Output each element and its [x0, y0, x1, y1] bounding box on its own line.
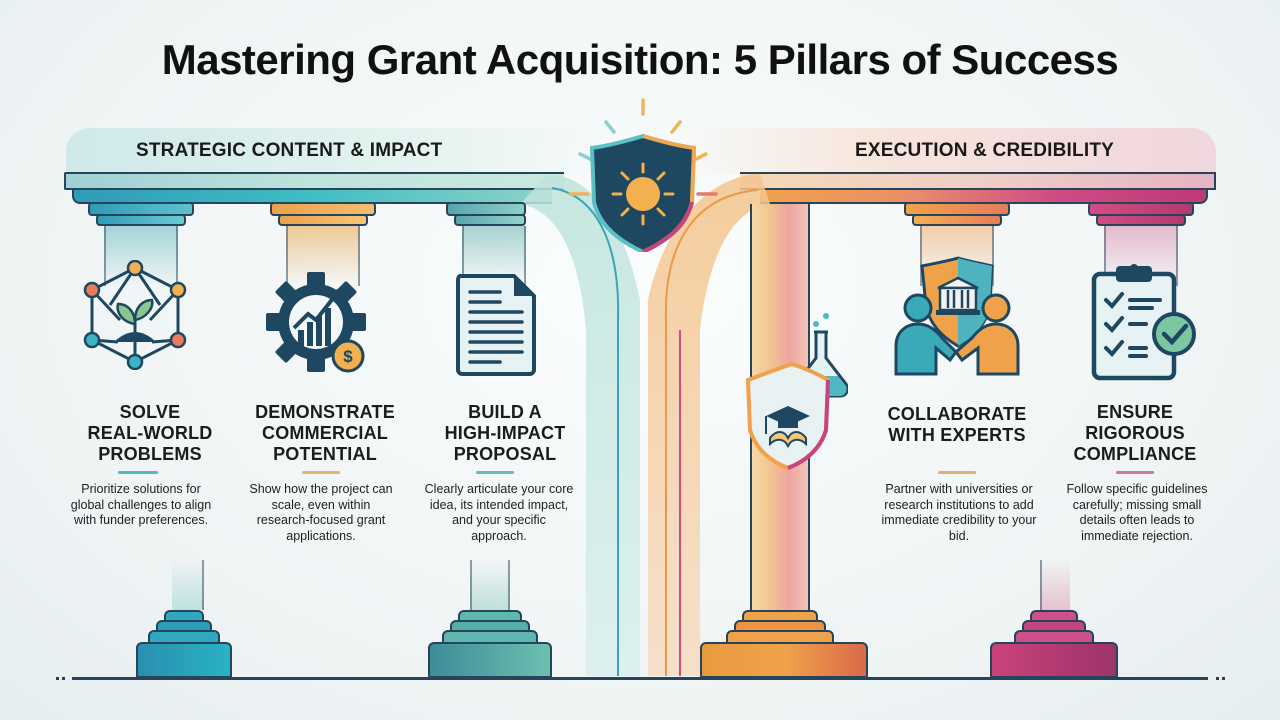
section-label-execution: EXECUTION & CREDIBILITY [855, 140, 1115, 161]
pillar-2-rule [302, 471, 340, 474]
pillar-3-description: Clearly articulate your core idea, its i… [424, 482, 574, 543]
pillar-1-rule [118, 471, 158, 474]
pillar-5-rule [1116, 471, 1154, 474]
ground-line [72, 677, 1208, 680]
network-sprout-icon [80, 259, 190, 371]
section-label-strategic: STRATEGIC CONTENT & IMPACT [136, 140, 443, 161]
pillar-5-heading: ENSURE RIGOROUS COMPLIANCE [1073, 402, 1197, 464]
section-banner-execution: EXECUTION & CREDIBILITY [680, 128, 1216, 174]
ground-dot-right-2 [1222, 677, 1225, 680]
pillar-3-rule [476, 471, 514, 474]
pillar-3-heading: BUILD A HIGH-IMPACT PROPOSAL [444, 402, 566, 464]
pillar-1-description: Prioritize solutions for global challeng… [70, 482, 212, 527]
ground-dot-left-2 [62, 677, 65, 680]
pillar-4-description: Partner with universities or research in… [881, 482, 1037, 543]
svg-text:$: $ [343, 347, 353, 366]
pillar-5-description: Follow specific guidelines carefully; mi… [1066, 482, 1208, 543]
pillar-2-heading: DEMONSTRATE COMMERCIAL POTENTIAL [255, 402, 395, 464]
document-icon [454, 272, 538, 376]
clipboard-checklist-icon [1090, 262, 1200, 382]
handshake-institution-icon [892, 256, 1022, 376]
shield-sun-icon [568, 92, 718, 255]
pillar-2-description: Show how the project can scale, even wit… [249, 482, 393, 543]
academic-shield-flask-icon [744, 310, 850, 471]
section-banner-strategic: STRATEGIC CONTENT & IMPACT [66, 128, 606, 174]
page-title: Mastering Grant Acquisition: 5 Pillars o… [161, 36, 1119, 83]
pillar-4-rule [938, 471, 976, 474]
ground-dot-right [1216, 677, 1219, 680]
gear-growth-dollar-icon: $ [264, 270, 374, 380]
pillar-1-heading: SOLVE REAL-WORLD PROBLEMS [87, 402, 213, 464]
ground-dot-left [56, 677, 59, 680]
pillar-4-heading: COLLABORATE WITH EXPERTS [887, 404, 1027, 445]
